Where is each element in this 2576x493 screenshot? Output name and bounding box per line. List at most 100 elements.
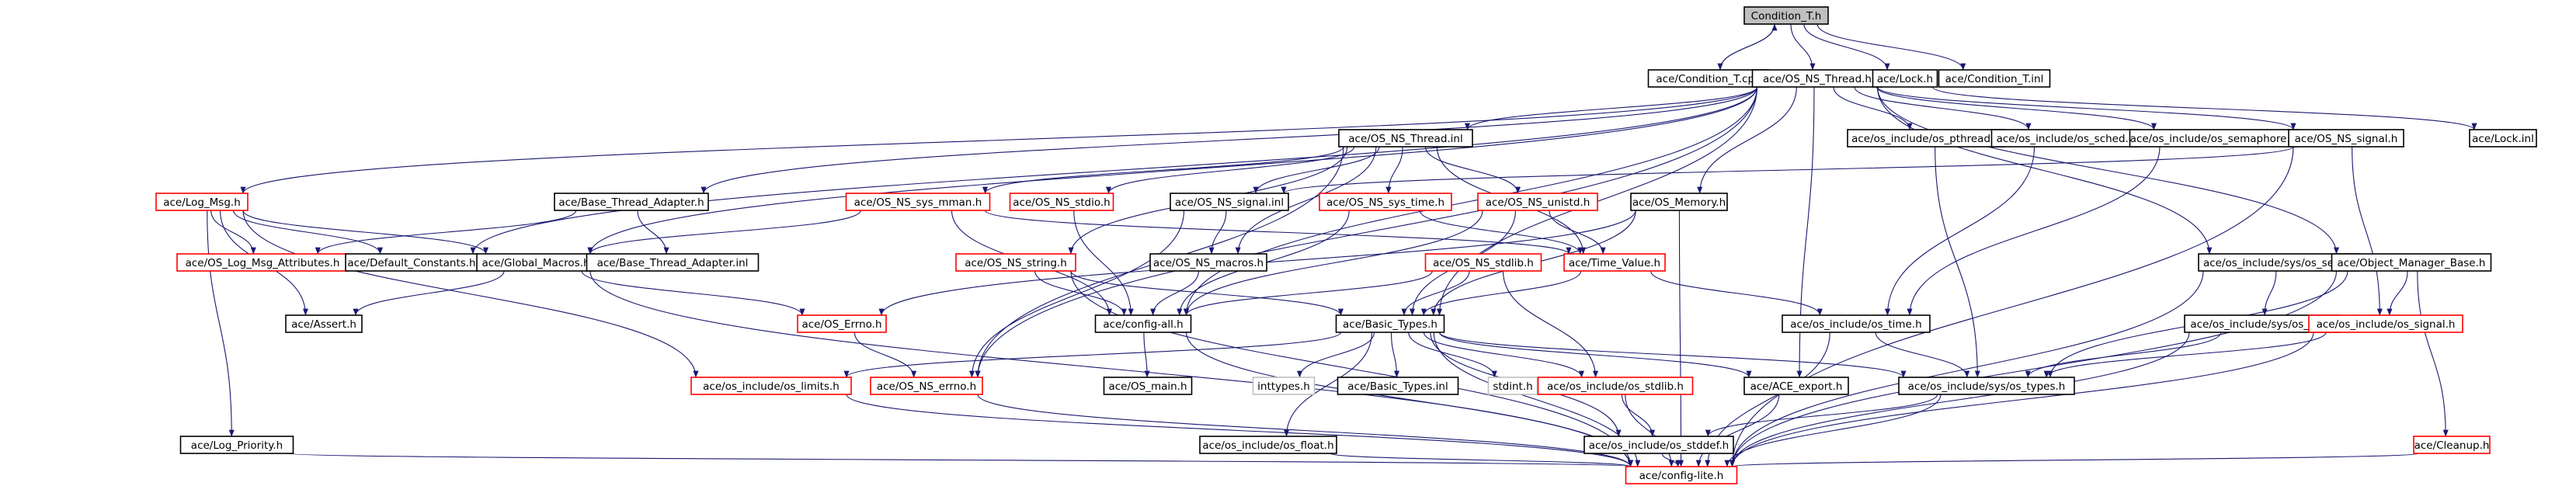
dependency-edge-osns_thread_inl-to-signal_inl	[1253, 146, 1380, 194]
file-node-sys_types[interactable]: ace/os_include/sys/os_types.h	[1898, 377, 2075, 395]
file-node-box	[155, 193, 249, 211]
file-node-semaphore[interactable]: ace/os_include/os_semaphore.h	[2129, 129, 2298, 148]
file-node-box	[1487, 377, 1538, 395]
file-node-box	[285, 314, 363, 333]
file-node-os_limits[interactable]: ace/os_include/os_limits.h	[690, 377, 852, 395]
dependency-edge-osns_thread_h-to-base_thread	[700, 86, 1758, 194]
file-node-label: ace/OS_NS_stdlib.h	[1433, 257, 1534, 269]
file-node-ns_string[interactable]: ace/OS_NS_string.h	[955, 253, 1076, 272]
file-node-box	[1149, 253, 1267, 272]
file-node-base_thread[interactable]: ace/Base_Thread_Adapter.h	[554, 193, 709, 211]
file-node-os_errno[interactable]: ace/OS_Errno.h	[797, 314, 887, 333]
file-node-osns_thread_h[interactable]: ace/OS_NS_Thread.h	[1751, 69, 1883, 88]
dependency-edge-os_stdlib-to-config_lite	[1625, 394, 1674, 467]
file-node-cond_cpp[interactable]: ace/Condition_T.cpp	[1647, 69, 1770, 88]
file-node-basic_types_inl[interactable]: ace/Basic_Types.inl	[1337, 377, 1459, 395]
dependency-edge-log_msg-to-os_limits	[242, 210, 699, 378]
file-node-sys_time[interactable]: ace/OS_NS_sys_time.h	[1319, 193, 1452, 211]
file-node-log_msg_attr[interactable]: ace/OS_Log_Msg_Attributes.h	[176, 253, 349, 272]
dependency-edge-log_msg-to-log_msg_attr	[210, 210, 256, 255]
dependency-edge-basic_types-to-os_stdlib	[1423, 332, 1584, 378]
dependency-edge-log_priority-to-config_lite	[287, 453, 1632, 467]
file-node-label: ace/os_include/os_sched.h	[1997, 133, 2136, 145]
file-node-osns_signal_h[interactable]: ace/OS_NS_signal.h	[2288, 129, 2404, 148]
file-node-config_all[interactable]: ace/config-all.h	[1094, 314, 1192, 333]
dependency-edge-sched-to-os_time	[1884, 146, 2035, 316]
dependency-edge-osns_signal_h-to-os_signal	[2352, 146, 2383, 316]
dependency-edge-global_macros-to-os_errno	[581, 270, 805, 316]
file-node-ns_errno[interactable]: ace/OS_NS_errno.h	[870, 377, 983, 395]
file-node-label: ace/Condition_T.cpp	[1656, 73, 1761, 85]
file-node-os_stddef[interactable]: ace/os_include/os_stddef.h	[1583, 436, 1734, 454]
file-node-box	[1009, 193, 1114, 211]
file-node-label: ace/Assert.h	[291, 318, 356, 331]
file-node-root[interactable]: Condition_T.h	[1743, 6, 1829, 25]
file-node-signal_inl[interactable]: ace/OS_NS_signal.inl	[1170, 193, 1289, 211]
file-node-label: ace/OS_Errno.h	[801, 318, 881, 331]
file-node-os_signal[interactable]: ace/os_include/os_signal.h	[2308, 314, 2463, 333]
file-node-log_priority[interactable]: ace/Log_Priority.h	[179, 436, 294, 454]
dependency-edge-signal_inl-to-ns_errno	[969, 210, 1185, 378]
file-node-obj_mgr[interactable]: ace/Object_Manager_Base.h	[2331, 253, 2492, 272]
file-node-label: ace/OS_NS_macros.h	[1153, 257, 1264, 269]
file-node-label: ace/Basic_Types.inl	[1347, 380, 1448, 393]
file-node-sys_sem[interactable]: ace/os_include/sys/os_sem.h	[2198, 253, 2359, 272]
file-node-box	[1938, 69, 2051, 88]
file-node-box	[2469, 129, 2537, 148]
file-node-lock_h[interactable]: ace/Lock.h	[1872, 69, 1938, 88]
file-node-os_stdlib[interactable]: ace/os_include/os_stdlib.h	[1537, 377, 1694, 395]
file-node-assert[interactable]: ace/Assert.h	[285, 314, 363, 333]
file-node-base_thread_inl[interactable]: ace/Base_Thread_Adapter.inl	[586, 253, 760, 272]
file-node-label: ace/Time_Value.h	[1569, 257, 1660, 269]
dependency-edge-log_msg-to-default_const	[232, 210, 383, 255]
file-node-unistd[interactable]: ace/OS_NS_unistd.h	[1477, 193, 1598, 211]
dependency-edge-sys_time-to-time_value	[1419, 210, 1583, 255]
file-node-time_value[interactable]: ace/Time_Value.h	[1563, 253, 1666, 272]
file-node-os_float[interactable]: ace/os_include/os_float.h	[1199, 436, 1337, 454]
dependency-edge-osns_thread_h-to-ns_errno	[975, 86, 1758, 378]
dependency-edge-config_all-to-os_main	[1143, 332, 1150, 378]
file-node-basic_types[interactable]: ace/Basic_Types.h	[1335, 314, 1445, 333]
file-node-box	[1170, 193, 1289, 211]
dependency-edge-stdlib_ns-to-os_stdlib	[1502, 270, 1599, 378]
file-node-box	[1094, 314, 1192, 333]
file-node-config_lite[interactable]: ace/config-lite.h	[1625, 466, 1738, 484]
file-node-box	[1625, 466, 1738, 484]
file-node-label: ace/config-all.h	[1103, 318, 1183, 331]
dependency-edge-sys_mman-to-time_value	[984, 210, 1572, 255]
file-node-label: ace/Basic_Types.h	[1343, 318, 1437, 331]
file-node-sched[interactable]: ace/os_include/os_sched.h	[1990, 129, 2141, 148]
dependency-edge-sys_sem-to-sys_ipc	[2261, 270, 2277, 316]
file-node-log_msg[interactable]: ace/Log_Msg.h	[155, 193, 249, 211]
file-node-osns_thread_inl[interactable]: ace/OS_NS_Thread.inl	[1338, 129, 1473, 148]
file-node-box	[1337, 377, 1459, 395]
file-node-box	[1424, 253, 1542, 272]
file-node-stdlib_ns[interactable]: ace/OS_NS_stdlib.h	[1424, 253, 1542, 272]
dependency-edge-obj_mgr-to-os_signal	[2387, 270, 2408, 316]
dependency-edge-os_signal-to-config_lite	[1730, 332, 2314, 467]
file-node-sys_mman[interactable]: ace/OS_NS_sys_mman.h	[845, 193, 991, 211]
file-node-stdio[interactable]: ace/OS_NS_stdio.h	[1009, 193, 1114, 211]
file-node-pthread[interactable]: ace/os_include/os_pthread.h	[1847, 129, 2005, 148]
dependency-edge-basic_types-to-basic_types_inl	[1390, 332, 1400, 378]
file-node-ns_macros[interactable]: ace/OS_NS_macros.h	[1149, 253, 1267, 272]
file-node-lock_inl[interactable]: ace/Lock.inl	[2469, 129, 2537, 148]
file-node-cleanup[interactable]: ace/Cleanup.h	[2413, 436, 2491, 454]
dependency-edge-root-to-cond_inl	[1816, 23, 1966, 71]
dependency-edge-osns_thread_h-to-global_macros	[587, 86, 1758, 255]
dependency-edge-cleanup-to-config_lite	[1730, 453, 2419, 467]
dependency-edge-ns_macros-to-config_all	[1150, 270, 1199, 316]
file-node-global_macros[interactable]: ace/Global_Macros.h	[476, 253, 596, 272]
file-node-box	[1872, 69, 1938, 88]
file-node-cond_inl[interactable]: ace/Condition_T.inl	[1938, 69, 2051, 88]
file-node-ace_export[interactable]: ace/ACE_export.h	[1743, 377, 1849, 395]
dependency-edge-osns_thread_h-to-os_memory	[1697, 86, 1797, 194]
dependency-edge-sys_sem-to-config_lite	[1730, 270, 2204, 467]
file-node-os_memory[interactable]: ace/OS_Memory.h	[1630, 193, 1728, 211]
file-node-os_main[interactable]: ace/OS_main.h	[1103, 377, 1193, 395]
dependency-edge-obj_mgr-to-cleanup	[2417, 270, 2449, 437]
file-node-default_const[interactable]: ace/Default_Constants.h	[345, 253, 478, 272]
file-node-os_time[interactable]: ace/os_include/os_time.h	[1782, 314, 1931, 333]
dependency-edge-os_float-to-config_lite	[1330, 453, 1633, 467]
